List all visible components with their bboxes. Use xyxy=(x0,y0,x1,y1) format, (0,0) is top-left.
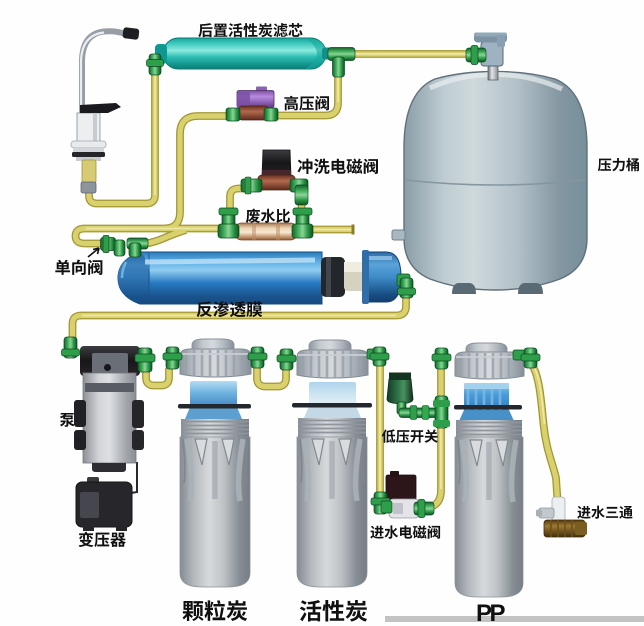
svg-text:PP: PP xyxy=(476,600,506,626)
